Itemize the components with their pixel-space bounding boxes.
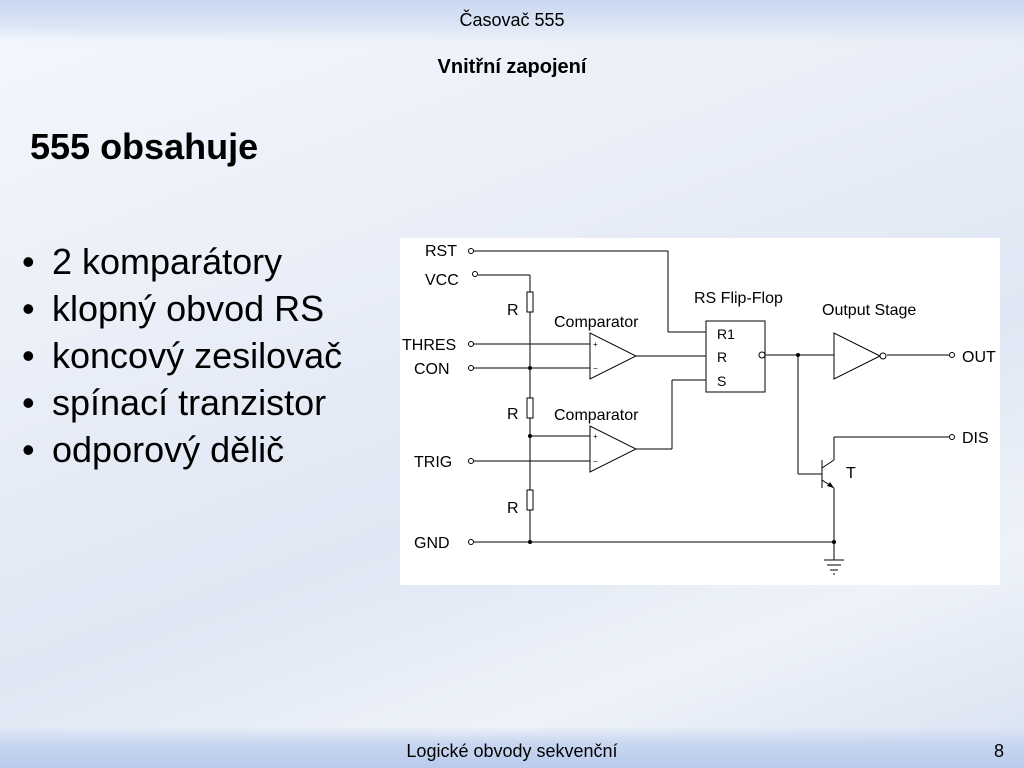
circuit-svg: + − + − RST VCC THRES CON TRIG GND OUT D… — [402, 243, 996, 575]
pin-terminal-gnd — [468, 539, 474, 545]
pin-terminal-vcc — [472, 271, 478, 277]
pin-label-gnd: GND — [414, 535, 450, 552]
resistor-3 — [526, 489, 534, 511]
bullet-item: • spínací tranzistor — [22, 379, 342, 426]
bullet-dot: • — [22, 382, 35, 423]
bullet-text: koncový zesilovač — [52, 335, 343, 376]
flipflop-box — [705, 320, 766, 393]
slide-header-title: Časovač 555 — [459, 10, 565, 30]
pin-label-vcc: VCC — [425, 272, 459, 289]
comparator-minus-sign: − — [593, 457, 598, 466]
footer-title: Logické obvody sekvenční — [406, 741, 618, 761]
pin-label-dis: DIS — [962, 430, 989, 447]
resistor-label: R — [507, 302, 519, 319]
junction-dot — [832, 540, 836, 544]
transistor-collector — [821, 459, 835, 469]
comparator-plus-sign: + — [593, 340, 598, 349]
flipflop-pin-s: S — [717, 373, 726, 389]
transistor-arrow — [827, 482, 834, 488]
pin-terminal-trig — [468, 458, 474, 464]
bullet-text: 2 komparátory — [52, 241, 283, 282]
resistor-label: R — [507, 500, 519, 517]
flipflop-inverting-output — [758, 351, 766, 359]
transistor-label: T — [846, 465, 856, 482]
pin-terminal-dis — [949, 434, 955, 440]
flipflop-pin-r1: R1 — [717, 326, 735, 342]
junction-dot — [528, 366, 532, 370]
pin-label-thres: THRES — [402, 337, 456, 354]
bullet-text: odporový dělič — [52, 429, 285, 470]
output-buffer — [833, 332, 882, 380]
junction-dot — [528, 540, 532, 544]
comparator-label: Comparator — [554, 314, 639, 331]
resistor-1 — [526, 291, 534, 313]
bullet-text: spínací tranzistor — [52, 382, 327, 423]
output-stage-label: Output Stage — [822, 302, 916, 319]
comparator-minus-sign: − — [593, 364, 598, 373]
flipflop-label: RS Flip-Flop — [694, 290, 783, 307]
bullet-text: klopný obvod RS — [52, 288, 325, 329]
bullet-item: • koncový zesilovač — [22, 332, 342, 379]
bullet-list: • 2 komparátory • klopný obvod RS • koncový… — [22, 238, 342, 473]
pin-terminal-out — [949, 352, 955, 358]
resistor-2 — [526, 397, 534, 419]
circuit-diagram: + − + − RST VCC THRES CON TRIG GND OUT D… — [400, 238, 1000, 585]
bullet-dot: • — [22, 429, 35, 470]
junction-dot — [528, 434, 532, 438]
header-band — [0, 0, 1024, 42]
comparator-1 — [589, 332, 638, 380]
bullet-dot: • — [22, 241, 35, 282]
resistor-label: R — [507, 406, 519, 423]
comparator-2 — [589, 425, 638, 473]
pin-terminal-rst — [468, 248, 474, 254]
footer-band — [0, 728, 1024, 768]
pin-label-rst: RST — [425, 243, 457, 260]
pin-terminal-con — [468, 365, 474, 371]
page-number: 8 — [993, 741, 1004, 761]
flipflop-pin-r: R — [717, 349, 727, 365]
pin-label-trig: TRIG — [414, 454, 452, 471]
slide-subtitle: Vnitřní zapojení — [437, 56, 587, 78]
pin-label-con: CON — [414, 361, 450, 378]
slide-heading: 555 obsahuje — [30, 126, 259, 167]
output-buffer-bubble — [879, 352, 887, 360]
bullet-dot: • — [22, 288, 35, 329]
bullet-item: • odporový dělič — [22, 426, 342, 473]
comparator-label: Comparator — [554, 407, 639, 424]
junction-dot — [796, 353, 800, 357]
bullet-dot: • — [22, 335, 35, 376]
comparator-plus-sign: + — [593, 432, 598, 441]
pin-terminal-thres — [468, 341, 474, 347]
pin-label-out: OUT — [962, 349, 996, 366]
bullet-item: • 2 komparátory — [22, 238, 342, 285]
bullet-item: • klopný obvod RS — [22, 285, 342, 332]
